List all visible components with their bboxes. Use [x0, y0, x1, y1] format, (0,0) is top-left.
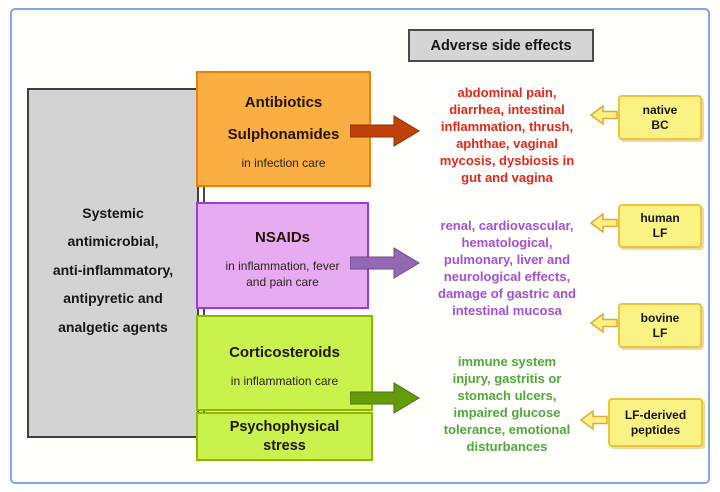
agents-text: Systemic antimicrobial, anti-inflammator… [53, 199, 173, 342]
native-bc-arrow-shape [590, 104, 618, 126]
corticosteroids-box: Corticosteroids in inflammation care [196, 315, 373, 411]
effect-line: immune system [457, 354, 557, 369]
psychophysical-stress-box: Psychophysical stress [196, 412, 373, 461]
adverse-effects-header-label: Adverse side effects [430, 37, 572, 54]
agents-line: antimicrobial, [67, 233, 159, 250]
corticosteroids-effects-text: immune system injury, gastritis or stoma… [412, 353, 602, 455]
tag-line: bovine [640, 310, 680, 325]
antibiotics-arrow-icon [350, 115, 420, 147]
tag-line: LF [652, 325, 668, 340]
effect-line: intestinal mucosa [452, 303, 562, 318]
human-lf-arrow-icon [590, 212, 618, 234]
effect-line: mycosis, dysbiosis in [439, 153, 575, 168]
antibiotics-arrow-shape [350, 115, 420, 147]
antibiotics-subtitle: in infection care [241, 156, 326, 170]
nsaids-title: NSAIDs [254, 228, 310, 246]
effect-line: impaired glucose [453, 405, 561, 420]
effect-line: neurological effects, [443, 269, 571, 284]
antibiotics-title: Antibiotics Sulphonamides [228, 87, 340, 151]
corticosteroids-arrow-shape [350, 382, 420, 414]
lf-derived-peptides-arrow-shape [580, 409, 608, 431]
effect-line: injury, gastritis or [452, 371, 562, 386]
effect-line: aphthae, vaginal [456, 136, 558, 151]
native-bc-arrow-icon [590, 104, 618, 126]
connector-nsaids-corticosteroids [203, 304, 205, 315]
bovine-lf-arrow-icon [590, 312, 618, 334]
effect-line: disturbances [466, 439, 548, 454]
agents-box: Systemic antimicrobial, anti-inflammator… [27, 88, 199, 438]
native-bc-tag-text: native BC [643, 103, 678, 133]
bovine-lf-tag: bovine LF [618, 303, 702, 348]
effect-line: stomach ulcers, [457, 388, 557, 403]
adverse-effects-header: Adverse side effects [408, 29, 594, 62]
psychophysical-stress-title-line: stress [263, 437, 306, 454]
lf-derived-peptides-arrow-icon [580, 409, 608, 431]
human-lf-tag: human LF [618, 204, 702, 248]
tag-line: peptides [630, 422, 681, 437]
effect-line: renal, cardiovascular, [440, 218, 574, 233]
effect-line: gut and vagina [461, 170, 553, 185]
corticosteroids-subtitle: in inflammation care [230, 374, 339, 388]
effect-line: damage of gastric and [438, 286, 576, 301]
antibiotics-title-line: Sulphonamides [227, 126, 340, 143]
lf-derived-peptides-tag: LF-derived peptides [608, 398, 703, 447]
tag-line: LF-derived [624, 407, 687, 422]
nsaids-subtitle-line: and pain care [246, 274, 319, 289]
psychophysical-stress-title-line: Psychophysical [229, 418, 340, 435]
tag-line: native [642, 102, 678, 117]
nsaids-arrow-shape [350, 247, 420, 279]
antibiotics-effects-text: abdominal pain, diarrhea, intestinal inf… [412, 84, 602, 186]
corticosteroids-arrow-icon [350, 382, 420, 414]
agents-line: anti-inflammatory, [52, 261, 174, 278]
lf-derived-peptides-tag-text: LF-derived peptides [625, 408, 686, 438]
tag-line: human [640, 211, 680, 225]
antibiotics-box: Antibiotics Sulphonamides in infection c… [196, 71, 371, 187]
connector-antibiotics-nsaids [203, 184, 205, 202]
corticosteroids-title: Corticosteroids [229, 344, 340, 361]
effect-line: hematological, [461, 235, 553, 250]
agents-line: analgetic agents [58, 318, 168, 335]
effect-line: pulmonary, liver and [443, 252, 571, 267]
agents-line: antipyretic and [63, 290, 163, 307]
bovine-lf-arrow-shape [590, 312, 618, 334]
human-lf-tag-text: human LF [640, 211, 679, 241]
nsaids-effects-text: renal, cardiovascular, hematological, pu… [412, 217, 602, 319]
effect-line: inflammation, thrush, [440, 119, 574, 134]
human-lf-arrow-shape [590, 212, 618, 234]
effect-line: tolerance, emotional [443, 422, 571, 437]
diagram-frame [10, 8, 710, 484]
native-bc-tag: native BC [618, 95, 702, 140]
nsaids-box: NSAIDs in inflammation, fever and pain c… [196, 202, 369, 309]
effect-line: abdominal pain, [457, 85, 557, 100]
nsaids-subtitle-line: in inflammation, fever [225, 258, 340, 273]
nsaids-arrow-icon [350, 247, 420, 279]
agents-line: Systemic [82, 204, 144, 221]
tag-line: LF [652, 226, 668, 240]
psychophysical-stress-title: Psychophysical stress [230, 418, 340, 456]
antibiotics-title-line: Antibiotics [244, 94, 323, 111]
tag-line: BC [651, 117, 669, 132]
effect-line: diarrhea, intestinal [449, 102, 565, 117]
nsaids-subtitle: in inflammation, fever and pain care [225, 258, 339, 290]
bovine-lf-tag-text: bovine LF [641, 311, 680, 341]
